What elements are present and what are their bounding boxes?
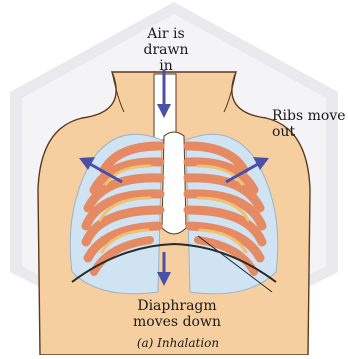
diaphragm-label-line1: Diaphragm bbox=[128, 298, 226, 314]
air-label-line2: drawn in bbox=[140, 42, 192, 74]
ribs-label-line1: Ribs move bbox=[272, 108, 346, 124]
ribs-label-line2: out bbox=[272, 124, 346, 140]
ribs-label: Ribs move out bbox=[272, 108, 346, 140]
diaphragm-label: Diaphragm moves down bbox=[128, 298, 226, 330]
caption: (a) Inhalation bbox=[128, 336, 228, 350]
sternum bbox=[162, 132, 186, 234]
diaphragm-label-line2: moves down bbox=[128, 314, 226, 330]
air-label-line1: Air is bbox=[140, 26, 192, 42]
air-label: Air is drawn in bbox=[140, 26, 192, 74]
